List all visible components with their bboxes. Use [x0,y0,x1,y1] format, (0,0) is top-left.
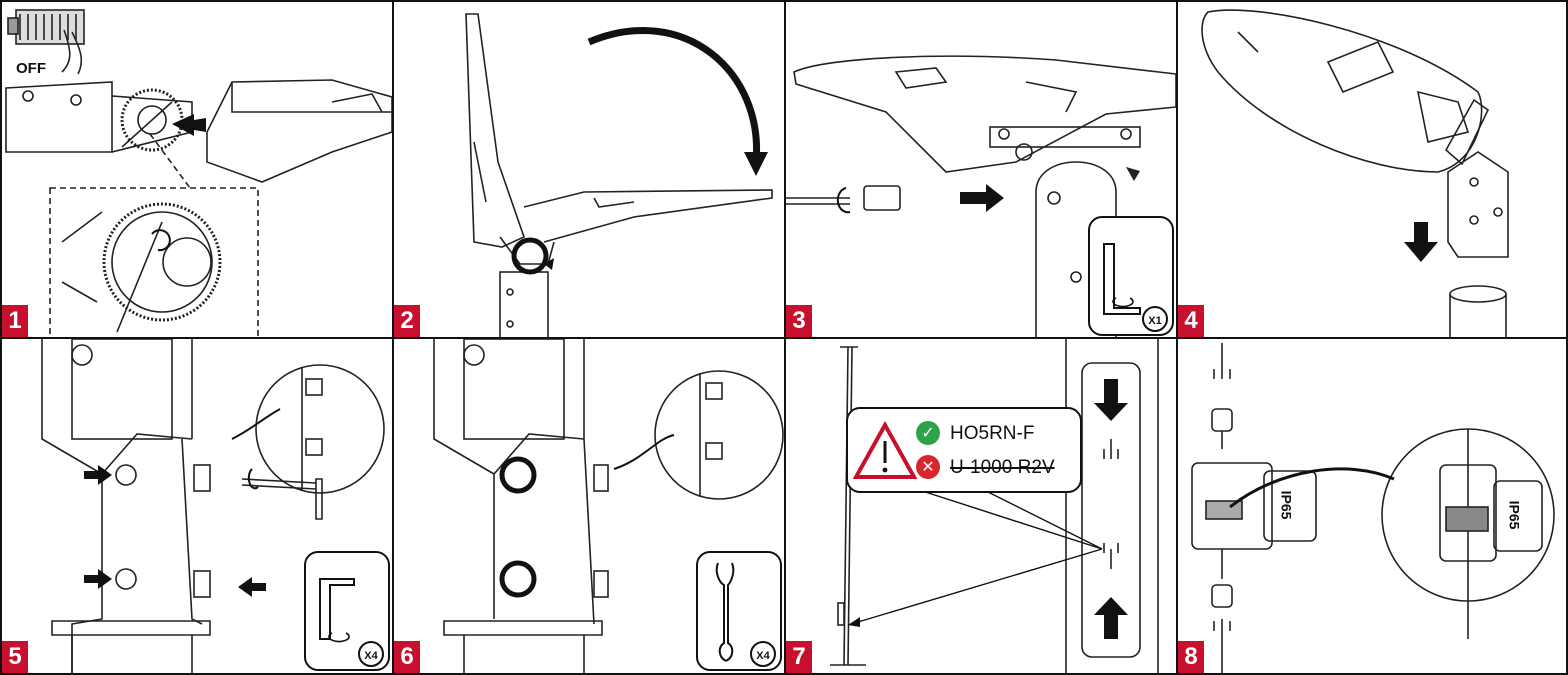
ip-rating-label: IP65 [1278,490,1295,520]
step-panel-6: X4 6 [392,337,786,675]
tool-box-hex-key: X4 [304,551,390,671]
step-panel-3: X1 3 [784,0,1178,339]
cable-callout: ✓ HO5RN-F ✕ U-1000 R2V [846,407,1082,493]
tool-box-hex-key: X1 [1088,216,1174,336]
step-3-illustration [786,55,1176,337]
step-panel-4: 4 [1176,0,1568,339]
approved-cable-label: HO5RN-F [950,423,1035,444]
cross-icon: ✕ [916,455,940,479]
step-panel-7: ✓ HO5RN-F ✕ U-1000 R2V 7 [784,337,1178,675]
step-1-illustration [5,9,392,337]
step-8-illustration [1191,343,1555,673]
step-panel-8: IP65 IP65 8 [1176,337,1568,675]
off-label: OFF [16,60,46,77]
step-number-1: 1 [2,305,28,337]
step-number-3: 3 [786,305,812,337]
step-number-2: 2 [394,305,420,337]
quantity-badge: X4 [750,641,776,667]
quantity-badge: X1 [1142,306,1168,332]
step-5-illustration [41,339,385,673]
check-icon: ✓ [916,421,940,445]
ip-rating-label-zoom: IP65 [1506,500,1523,530]
step-panel-2: 2 [392,0,786,339]
step-number-5: 5 [2,641,28,673]
rejected-cable-label: U-1000 R2V [950,457,1055,478]
step-number-6: 6 [394,641,420,673]
hex-key-icon [1103,243,1141,315]
quantity-badge: X4 [358,641,384,667]
step-number-4: 4 [1178,305,1204,337]
step-2-illustration [465,13,773,337]
hex-key-icon [319,578,355,643]
tool-box-wrench: X4 [696,551,782,671]
step-number-7: 7 [786,641,812,673]
step-7-illustration [830,339,1159,673]
wrench-icon [715,562,735,662]
warning-triangle-icon [852,420,918,479]
step-6-illustration [433,339,784,673]
step-number-8: 8 [1178,641,1204,673]
step-panel-1: OFF 1 [0,0,394,339]
step-panel-5: X4 5 [0,337,394,675]
step-4-illustration [1201,9,1509,337]
